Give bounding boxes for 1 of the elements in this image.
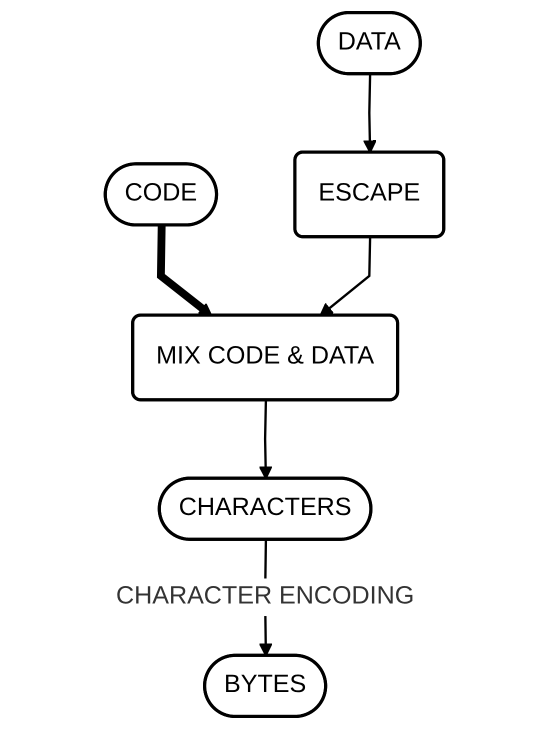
edge-label: CHARACTER ENCODING <box>116 583 414 610</box>
